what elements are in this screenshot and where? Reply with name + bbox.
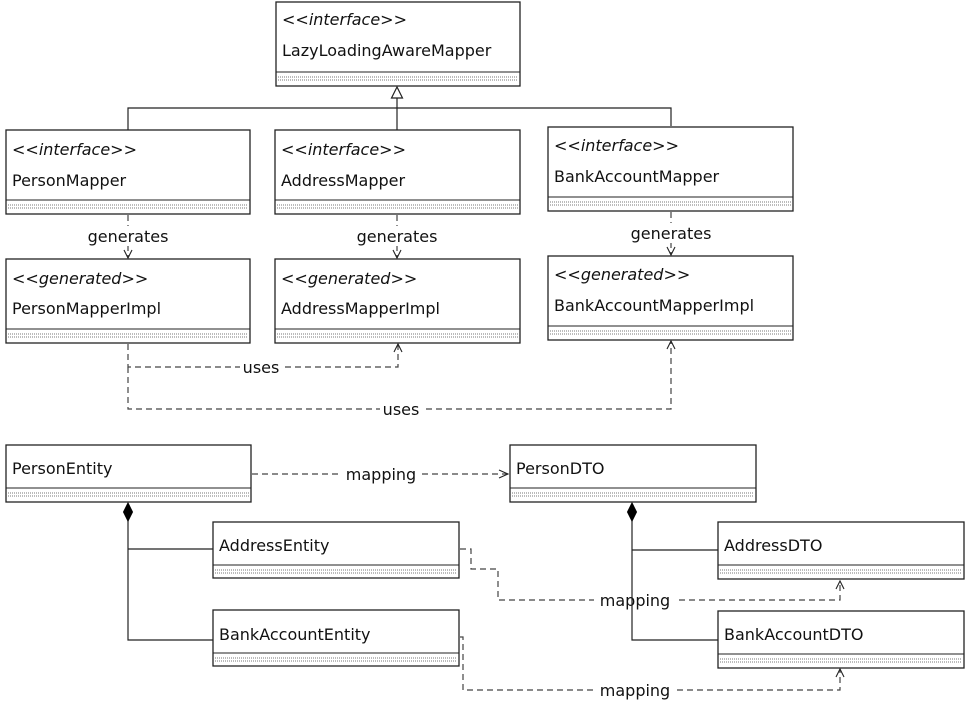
- uses-label: uses: [243, 358, 280, 377]
- composition-entity: [122, 501, 213, 641]
- class-bank-account-mapper: <<interface>> BankAccountMapper: [547, 126, 794, 212]
- stereotype-label: <<interface>>: [281, 140, 406, 159]
- stereotype-label: <<interface>>: [282, 10, 407, 29]
- class-lazy-loading-aware-mapper: <<interface>> LazyLoadingAwareMapper: [275, 1, 521, 87]
- class-person-mapper-impl: <<generated>> PersonMapperImpl: [5, 258, 251, 344]
- class-person-mapper: <<interface>> PersonMapper: [5, 129, 251, 215]
- generates-label: generates: [631, 224, 712, 243]
- mapping-person: mapping: [252, 464, 510, 484]
- composition-diamond: [122, 501, 134, 523]
- class-bank-account-dto: BankAccountDTO: [717, 610, 965, 669]
- composition-diamond: [626, 501, 638, 523]
- uses-label: uses: [383, 400, 420, 419]
- generates-address: generates: [349, 215, 445, 260]
- mapping-address: mapping: [460, 548, 845, 610]
- uses-bank-account-mapper: uses: [127, 339, 676, 419]
- class-name: AddressEntity: [219, 536, 329, 555]
- stereotype-label: <<generated>>: [12, 269, 148, 288]
- class-name: BankAccountEntity: [219, 625, 371, 644]
- class-person-entity: PersonEntity: [5, 444, 252, 503]
- generalization-lines: [127, 85, 672, 130]
- class-address-dto: AddressDTO: [717, 521, 965, 580]
- class-name: PersonDTO: [516, 459, 604, 478]
- mapping-bank-account: mapping: [460, 636, 845, 700]
- class-name: AddressDTO: [724, 536, 822, 555]
- class-address-mapper: <<interface>> AddressMapper: [274, 129, 521, 215]
- generates-bank-account: generates: [623, 212, 719, 257]
- class-address-mapper-impl: <<generated>> AddressMapperImpl: [274, 258, 521, 344]
- class-address-entity: AddressEntity: [212, 521, 460, 579]
- class-name: AddressMapper: [281, 171, 405, 190]
- composition-dto: [626, 501, 718, 641]
- class-name: AddressMapperImpl: [281, 299, 440, 318]
- generalization-arrowhead: [390, 85, 404, 99]
- class-person-dto: PersonDTO: [509, 444, 757, 503]
- stereotype-label: <<interface>>: [554, 136, 679, 155]
- stereotype-label: <<generated>>: [554, 265, 690, 284]
- stereotype-label: <<interface>>: [12, 140, 137, 159]
- class-name: PersonEntity: [12, 459, 112, 478]
- generates-person: generates: [80, 215, 176, 260]
- class-name: BankAccountMapperImpl: [554, 296, 754, 315]
- stereotype-label: <<generated>>: [281, 269, 417, 288]
- class-name: PersonMapperImpl: [12, 299, 161, 318]
- uses-address-mapper: uses: [127, 342, 403, 377]
- mapping-label: mapping: [346, 465, 416, 484]
- class-bank-account-mapper-impl: <<generated>> BankAccountMapperImpl: [547, 255, 794, 341]
- mapping-label: mapping: [600, 591, 670, 610]
- class-bank-account-entity: BankAccountEntity: [212, 609, 460, 667]
- class-name: PersonMapper: [12, 171, 127, 190]
- class-name: LazyLoadingAwareMapper: [282, 41, 492, 60]
- generates-label: generates: [357, 227, 438, 246]
- class-name: BankAccountDTO: [724, 625, 863, 644]
- class-name: BankAccountMapper: [554, 167, 720, 186]
- mapping-label: mapping: [600, 681, 670, 700]
- generates-label: generates: [88, 227, 169, 246]
